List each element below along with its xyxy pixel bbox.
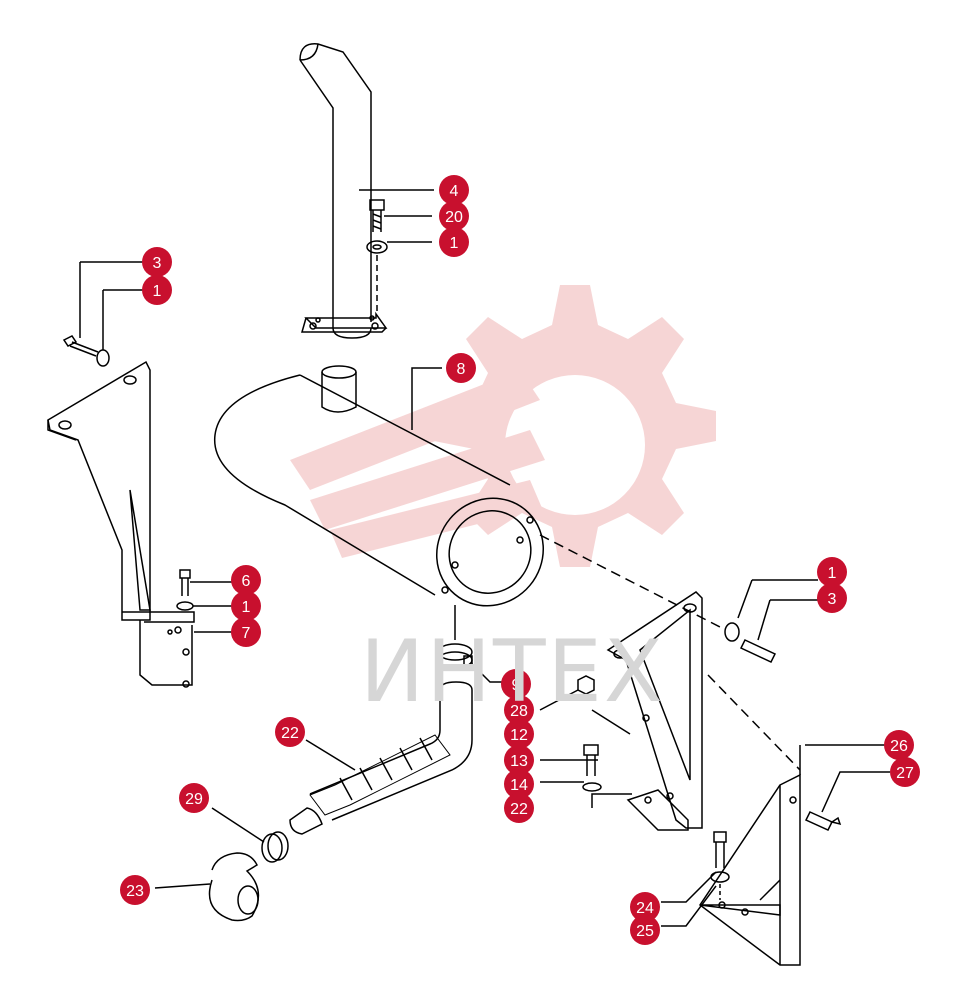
callout-circle [275, 717, 305, 747]
callout-label: 1 [828, 565, 837, 582]
callout-circle [630, 892, 660, 922]
callout-badge: 27 [890, 757, 920, 787]
callout-circle [231, 565, 261, 595]
nut-part-28 [539, 675, 595, 711]
callout-badge: 23 [120, 875, 150, 905]
callout-circle [501, 669, 531, 699]
bracket-part-12 [591, 591, 703, 831]
callout-label: 14 [510, 777, 528, 794]
bolt-and-washer-part-1-3-right [539, 534, 818, 771]
callout-badge: 26 [884, 730, 914, 760]
callout-circle [890, 757, 920, 787]
washer-part-1-top [366, 240, 432, 315]
callout-badge: 20 [439, 201, 469, 231]
callout-circle [231, 617, 261, 647]
callout-circle [446, 353, 476, 383]
callout-circle [142, 247, 172, 277]
callout-label: 25 [636, 923, 654, 940]
callout-badge: 25 [630, 915, 660, 945]
callout-circle [179, 783, 209, 813]
clamp-part-29 [211, 807, 289, 863]
callout-badge: 13 [504, 745, 534, 775]
watermark-gear-logo [290, 285, 716, 567]
callout-label: 8 [457, 361, 466, 378]
bolt-part-3-left [62, 261, 143, 357]
callout-label: 28 [510, 703, 528, 720]
callout-badge: 1 [439, 227, 469, 257]
callout-circle [504, 745, 534, 775]
bolt-part-20 [369, 199, 432, 232]
callout-badge: 3 [817, 583, 847, 613]
left-bracket [47, 360, 195, 688]
clamp-part-9 [437, 643, 502, 683]
callout-badge: 9 [501, 669, 531, 699]
callout-circle [817, 557, 847, 587]
callout-badge: 7 [231, 617, 261, 647]
callout-label: 7 [242, 625, 251, 642]
callout-badge: 12 [504, 719, 534, 749]
callout-circle [504, 695, 534, 725]
callout-badge: 1 [817, 557, 847, 587]
callout-label: 24 [636, 900, 654, 917]
callout-badge: 14 [504, 769, 534, 799]
callout-badge: 3 [142, 247, 172, 277]
callout-circle [439, 201, 469, 231]
callout-label: 23 [126, 883, 144, 900]
callout-circle [817, 583, 847, 613]
callout-label: 13 [510, 753, 528, 770]
callout-circle [120, 875, 150, 905]
bracket-part-26 [698, 744, 885, 966]
exhaust-pipe-part-4 [299, 43, 434, 339]
callout-label: 3 [828, 591, 837, 608]
callout-label: 1 [450, 235, 459, 252]
callout-badge: 22 [504, 793, 534, 823]
callout-label: 27 [896, 765, 914, 782]
callout-circle [439, 227, 469, 257]
callout-label: 26 [890, 738, 908, 755]
callout-label: 6 [242, 573, 251, 590]
callout-label: 4 [450, 183, 459, 200]
flex-pipe-part-22 [289, 681, 473, 835]
callout-label: 29 [185, 791, 203, 808]
callout-badge: 4 [439, 175, 469, 205]
callout-label: 1 [153, 283, 162, 300]
callout-label: 1 [242, 599, 251, 616]
callout-badge: 8 [446, 353, 476, 383]
callout-label: 12 [510, 727, 528, 744]
callout-badge: 24 [630, 892, 660, 922]
callout-label: 9 [512, 677, 521, 694]
callout-circle [504, 793, 534, 823]
callout-circle [142, 275, 172, 305]
callout-circle [504, 719, 534, 749]
washer-part-1-left [96, 289, 143, 367]
callout-badge: 22 [275, 717, 305, 747]
callout-circle [504, 769, 534, 799]
callout-circle [439, 175, 469, 205]
callout-badge: 1 [231, 591, 261, 621]
callout-circle [884, 730, 914, 760]
bolt-part-6 [176, 569, 232, 633]
bolt-part-13 [540, 744, 632, 808]
callout-label: 22 [281, 725, 299, 742]
callout-label: 22 [510, 801, 528, 818]
callout-label: 3 [153, 255, 162, 272]
bolt-and-washer-part-24-25 [661, 831, 730, 927]
callout-badge: 1 [142, 275, 172, 305]
muffler-part-8 [214, 365, 545, 640]
bolt-part-27 [804, 771, 890, 831]
callout-badge: 6 [231, 565, 261, 595]
callout-badge: 28 [504, 695, 534, 725]
callout-circle [231, 591, 261, 621]
callout-label: 20 [445, 209, 463, 226]
callout-circle [630, 915, 660, 945]
callout-badge: 29 [179, 783, 209, 813]
elbow-part-23 [154, 852, 260, 922]
